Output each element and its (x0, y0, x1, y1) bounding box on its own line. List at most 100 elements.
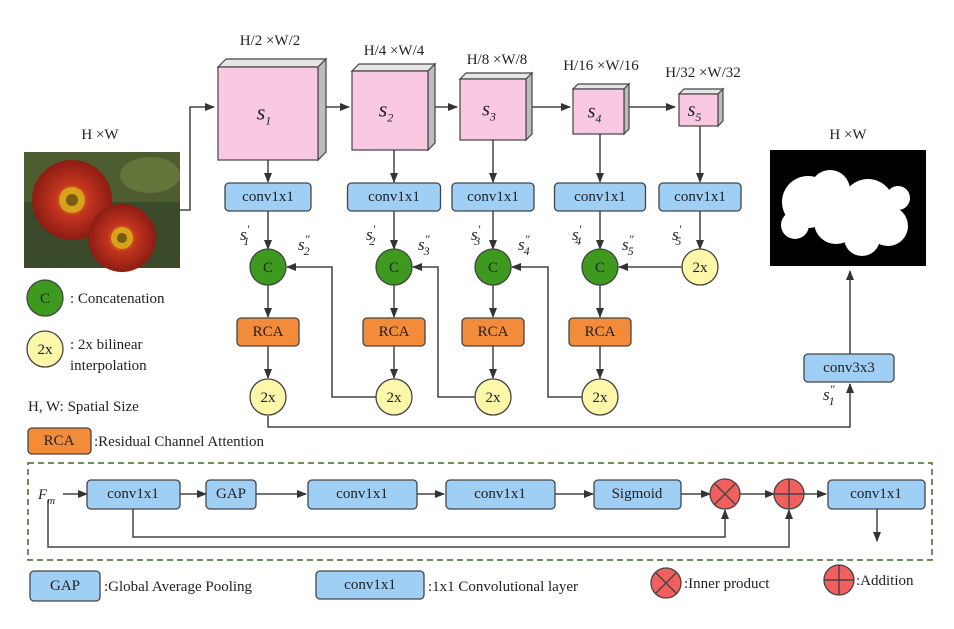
rca-block-3: RCA (461, 317, 525, 347)
conv1x1-label: conv1x1 (242, 189, 294, 205)
concat-node-4: C (581, 248, 619, 286)
s-prime-2: s′2 (366, 222, 376, 248)
legend-spatial: H, W: Spatial Size (28, 399, 139, 415)
rca-conv1x1-a-label: conv1x1 (107, 486, 159, 502)
conv1x1-row: conv1x1 conv1x1 conv1x1 conv1x1 conv1x1 (224, 182, 742, 212)
interp-label: 2x (486, 390, 502, 406)
legend-conv-icon (315, 570, 425, 600)
conv3x3-box: conv3x3 (803, 353, 895, 383)
legend-addition-icon (823, 564, 855, 596)
legend-inner-icon (650, 567, 682, 599)
rca-conv1x1-b-label: conv1x1 (336, 486, 388, 502)
interp-node-s5: 2x (681, 248, 719, 286)
stage-5: s5 (677, 87, 725, 128)
interp-label: 2x (261, 390, 277, 406)
rca-label: RCA (253, 324, 284, 340)
output-saliency-mask (770, 150, 926, 266)
rca-block-1: RCA (236, 317, 300, 347)
stage-3: s3 (458, 71, 534, 142)
connections (47, 103, 881, 548)
rca-sigmoid-label: Sigmoid (612, 486, 663, 502)
interp-label: 2x (387, 390, 403, 406)
s-prime-1: s′1 (240, 222, 250, 248)
rca-conv1x1-c: conv1x1 (445, 479, 556, 510)
rca-row: RCA RCA RCA RCA (236, 317, 632, 347)
s-double-2: s″3 (418, 232, 431, 258)
rca-conv1x1-a: conv1x1 (86, 479, 181, 510)
interp-node-1: 2x (249, 378, 287, 416)
stage-5-size: H/32 ×W/32 (665, 65, 741, 81)
stage-2: s2 (350, 62, 437, 152)
stage-2-size: H/4 ×W/4 (364, 43, 425, 59)
legend-inner: :Inner product (684, 576, 770, 592)
conv1x1-label: conv1x1 (368, 189, 420, 205)
stage-4-label: s4 (588, 101, 602, 126)
conv1x1-label: conv1x1 (674, 189, 726, 205)
concat-label: C (263, 260, 273, 276)
legend-concat-c: C (40, 291, 50, 307)
addition-icon (773, 478, 805, 510)
interp-node-4: 2x (581, 378, 619, 416)
rca-gap: GAP (205, 479, 257, 510)
rca-label: RCA (478, 324, 509, 340)
rca-label: RCA (379, 324, 410, 340)
legend-conv: :1x1 Convolutional layer (428, 579, 578, 595)
inner-product-icon (709, 478, 741, 510)
legend-addition: :Addition (856, 573, 914, 589)
rca-detail-frame (27, 462, 933, 561)
stage-5-label: s5 (688, 99, 702, 124)
s-prime-3: s′3 (471, 222, 481, 248)
fm-label: Fm (37, 487, 55, 507)
legend-rca: :Residual Channel Attention (94, 434, 264, 450)
legend-upper: C : Concatenation 2x : 2x bilinear inter… (26, 279, 264, 455)
interp-row: 2x 2x 2x 2x (249, 378, 619, 416)
output-size-label: H ×W (829, 127, 867, 143)
s-double-1: s″2 (298, 232, 311, 258)
s-prime-5: s′5 (672, 222, 682, 248)
legend-interp-line2: interpolation (70, 358, 147, 374)
stage-4-size: H/16 ×W/16 (563, 58, 639, 74)
rca-conv1x1-c-label: conv1x1 (474, 486, 526, 502)
rca-conv1x1-out-label: conv1x1 (850, 486, 902, 502)
conv1x1-2: conv1x1 (346, 182, 442, 212)
stage-3-size: H/8 ×W/8 (467, 52, 528, 68)
stage-2-label: s2 (379, 97, 394, 125)
concat-node-3: C (474, 248, 512, 286)
concat-label: C (488, 260, 498, 276)
stage-1-size: H/2 ×W/2 (240, 33, 301, 49)
legend-interp-line1: : 2x bilinear (70, 337, 142, 353)
stage-4: s4 (571, 82, 631, 136)
interp-node-3: 2x (474, 378, 512, 416)
legend-gap: :Global Average Pooling (104, 579, 253, 595)
legend-concatenation: : Concatenation (70, 291, 165, 307)
rca-label: RCA (585, 324, 616, 340)
legend-interp-icon (26, 330, 64, 368)
legend-conv-box-label: conv1x1 (344, 577, 396, 593)
legend-interp-2x: 2x (38, 342, 54, 358)
legend-rca-icon (27, 427, 92, 455)
legend-lower: GAP :Global Average Pooling conv1x1 :1x1… (29, 564, 914, 602)
s-double-4: s″5 (622, 232, 635, 258)
concat-label: C (595, 260, 605, 276)
s-double-5: s″1 (823, 382, 836, 408)
legend-gap-box-label: GAP (50, 578, 80, 594)
concat-node-1: C (249, 248, 287, 286)
conv1x1-1: conv1x1 (224, 182, 312, 212)
rca-sigmoid: Sigmoid (593, 479, 682, 510)
rca-conv1x1-b: conv1x1 (307, 479, 418, 510)
rca-gap-label: GAP (216, 486, 246, 502)
conv1x1-label: conv1x1 (467, 189, 519, 205)
rca-conv1x1-out: conv1x1 (827, 479, 926, 510)
encoder-stages: s1 H/2 ×W/2 s2 H/4 ×W/4 s3 H/8 ×W/8 s4 H/16 ×W/… (216, 33, 741, 162)
legend-concat-icon (26, 279, 64, 317)
stage-3-label: s3 (482, 99, 496, 124)
interp-node-2: 2x (375, 378, 413, 416)
stage-1-label: s1 (257, 100, 272, 128)
concat-node-2: C (375, 248, 413, 286)
interp-label: 2x (593, 390, 609, 406)
s-prime-4: s′4 (572, 222, 582, 248)
input-flower-image (24, 152, 180, 272)
conv1x1-4: conv1x1 (553, 182, 647, 212)
rca-block-4: RCA (568, 317, 632, 347)
input-size-label: H ×W (81, 127, 119, 143)
